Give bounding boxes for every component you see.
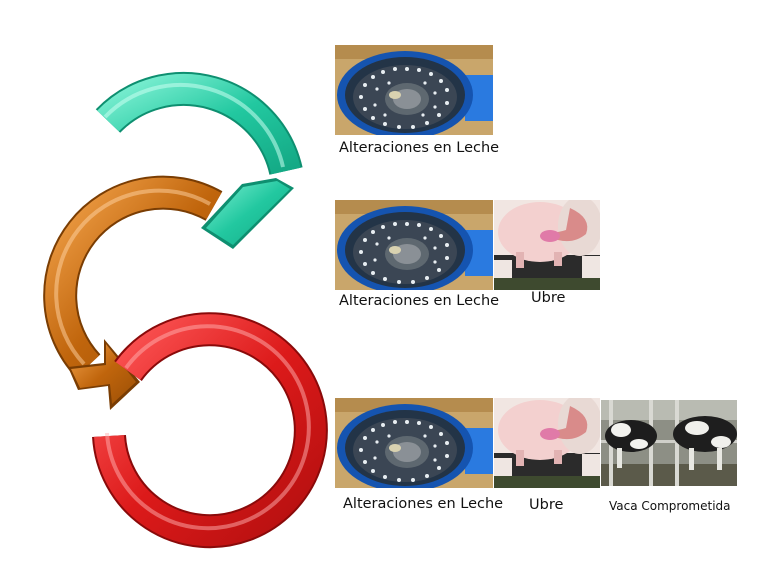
stage-3-label-udder: Ubre	[529, 497, 564, 513]
stage-3-label-cow: Vaca Comprometida	[609, 499, 731, 513]
milk-strainer-photo-3	[335, 398, 493, 488]
orange-curved-arrow	[43, 175, 223, 410]
teal-curved-arrow	[95, 71, 303, 249]
udder-photo-3	[494, 398, 600, 488]
stage-1-label-milk: Alteraciones en Leche	[339, 140, 500, 156]
stage-3-label-milk: Alteraciones en Leche	[343, 496, 504, 512]
milk-strainer-photo-1	[335, 45, 493, 135]
milk-strainer-photo-2	[335, 200, 493, 290]
cow-photo-3	[601, 400, 737, 486]
stage-2-label-udder: Ubre	[531, 290, 566, 306]
red-ring-arrow	[92, 312, 328, 549]
stage-2-label-milk: Alteraciones en Leche	[339, 293, 500, 309]
udder-photo-2	[494, 200, 600, 290]
